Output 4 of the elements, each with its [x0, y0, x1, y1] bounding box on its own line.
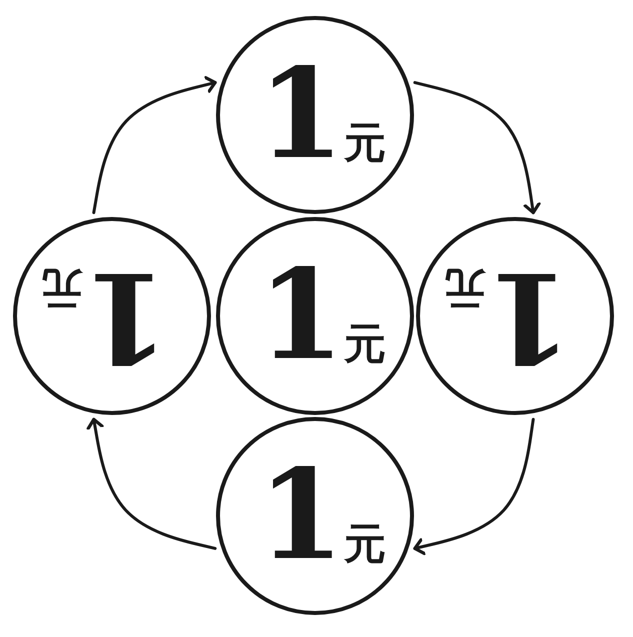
curved-arrow [86, 418, 217, 550]
curved-arrow [413, 81, 541, 214]
curved-arrow [92, 76, 217, 214]
curved-arrow [413, 418, 535, 556]
